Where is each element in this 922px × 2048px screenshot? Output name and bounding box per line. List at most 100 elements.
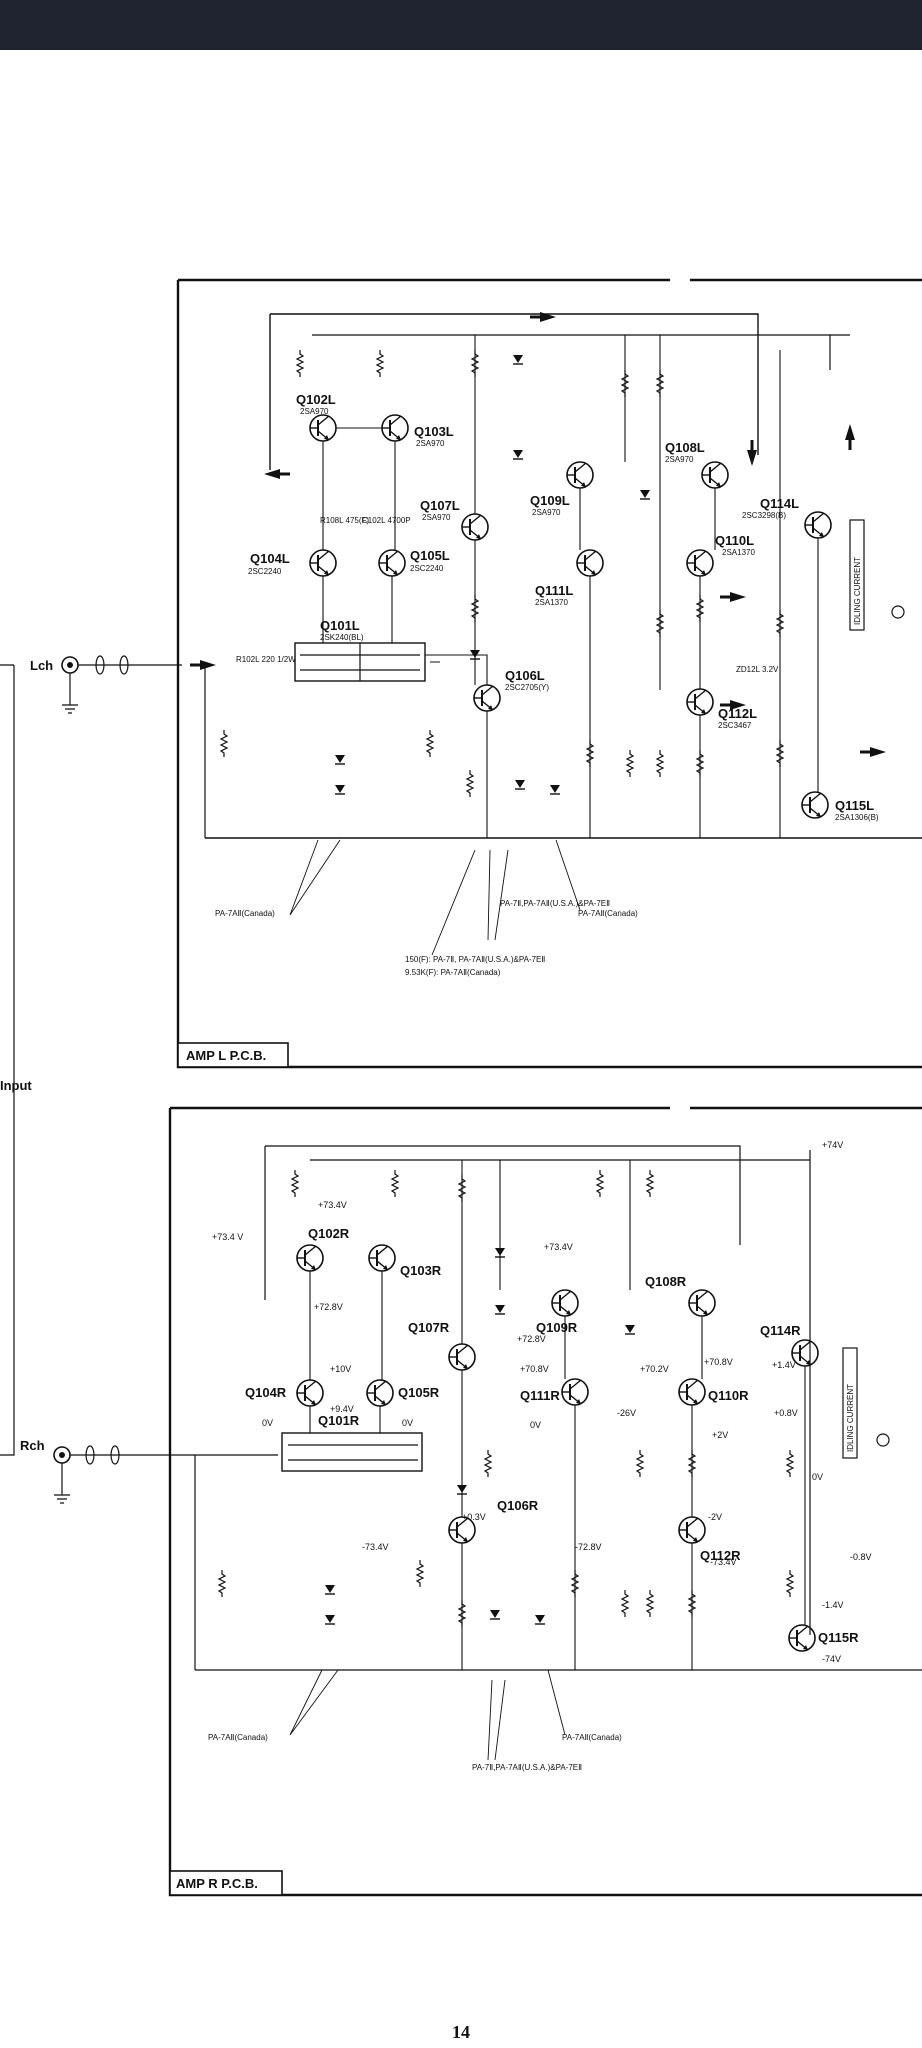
note-models: PA-7Ⅱ,PA-7AⅡ(U.S.A.)&PA-7EⅡ bbox=[472, 1763, 582, 1772]
zener-diode bbox=[456, 1484, 468, 1495]
label-q115l: Q115L bbox=[835, 798, 874, 813]
note-canada-2: PA-7AⅡ(Canada) bbox=[562, 1733, 622, 1742]
part-q114l: 2SC3298(B) bbox=[742, 511, 786, 520]
resistor bbox=[471, 594, 479, 623]
note-canada-1: PA-7AⅡ(Canada) bbox=[215, 909, 275, 918]
resistor bbox=[416, 1559, 424, 1588]
label-q111r: Q111R bbox=[520, 1388, 560, 1403]
transistor-q115r bbox=[788, 1624, 816, 1652]
zener-diode bbox=[334, 784, 346, 795]
label-q103l: Q103L bbox=[414, 424, 454, 439]
transistor-q102r bbox=[296, 1244, 324, 1272]
part-q101l: 2SK240(BL) bbox=[320, 633, 364, 642]
note-canada-1: PA-7AⅡ(Canada) bbox=[208, 1733, 268, 1742]
label-q103r: Q103R bbox=[400, 1263, 442, 1278]
fet-q101r bbox=[281, 1432, 423, 1472]
trim-pot-vr111l[interactable] bbox=[891, 605, 905, 619]
label-q109r: Q109R bbox=[536, 1320, 578, 1335]
label-q112l: Q112L bbox=[718, 706, 757, 721]
transistor-q115l bbox=[801, 791, 829, 819]
label-q101r: Q101R bbox=[318, 1413, 360, 1428]
voltage: +9.4V bbox=[330, 1404, 354, 1414]
signal-arrow bbox=[262, 467, 292, 481]
voltage: +72.8V bbox=[517, 1334, 546, 1344]
transistor-q109r bbox=[551, 1289, 579, 1317]
transistor-q112r bbox=[678, 1516, 706, 1544]
transistor-q109l bbox=[566, 461, 594, 489]
resistor bbox=[646, 1169, 654, 1198]
resistor bbox=[291, 1169, 299, 1198]
label-q107l: Q107L bbox=[420, 498, 460, 513]
label-q110r: Q110R bbox=[708, 1388, 749, 1403]
voltage: 0V bbox=[530, 1420, 541, 1430]
label-q102r: Q102R bbox=[308, 1226, 350, 1241]
voltage: +72.8V bbox=[314, 1302, 343, 1312]
label-q106r: Q106R bbox=[497, 1498, 539, 1513]
zener-diode bbox=[639, 489, 651, 500]
diode bbox=[494, 1304, 506, 1315]
label-q110l: Q110L bbox=[715, 533, 754, 548]
amp-r-pcb-label: AMP R P.C.B. bbox=[176, 1876, 258, 1891]
part-q109l: 2SA970 bbox=[532, 508, 561, 517]
page-number: 14 bbox=[452, 2022, 470, 2042]
amp-l-board: AMP L P.C.B. Lch bbox=[30, 278, 922, 1069]
label-q102l: Q102L bbox=[296, 392, 336, 407]
top-dark-bar bbox=[0, 0, 922, 50]
zener-diode bbox=[549, 784, 561, 795]
note-150f: 150(F): PA-7Ⅱ, PA-7AⅡ(U.S.A.)&PA-7EⅡ bbox=[405, 955, 545, 964]
transistor-q105l bbox=[378, 549, 406, 577]
resistor bbox=[646, 1589, 654, 1618]
voltage: +74V bbox=[822, 1140, 843, 1150]
label-q108r: Q108R bbox=[645, 1274, 687, 1289]
zener-diode bbox=[324, 1614, 336, 1625]
transistor-q107l bbox=[461, 513, 489, 541]
resistor bbox=[391, 1169, 399, 1198]
resistor bbox=[636, 1449, 644, 1478]
resistor bbox=[776, 609, 784, 638]
voltage: +10V bbox=[330, 1364, 351, 1374]
resistor bbox=[656, 749, 664, 778]
input-label: Input bbox=[0, 1078, 32, 1093]
transistor-q114r bbox=[791, 1339, 819, 1367]
transistor-q108r bbox=[688, 1289, 716, 1317]
voltage: 0V bbox=[402, 1418, 413, 1428]
zener-diode bbox=[534, 1614, 546, 1625]
part-q103l: 2SA970 bbox=[416, 439, 445, 448]
idling-current-label-r: IDLING CURRENT bbox=[846, 1384, 855, 1452]
voltage: -73.4V bbox=[710, 1557, 737, 1567]
resistor bbox=[656, 609, 664, 638]
transistor-q112l bbox=[686, 688, 714, 716]
voltage: 0V bbox=[812, 1472, 823, 1482]
trim-pot-vr111r[interactable] bbox=[876, 1433, 890, 1447]
transistor-q110l bbox=[686, 549, 714, 577]
label-q101l: Q101L bbox=[320, 618, 360, 633]
part-q108l: 2SA970 bbox=[665, 455, 694, 464]
resistor bbox=[458, 1174, 466, 1203]
transistor-q103l bbox=[381, 414, 409, 442]
label-q106l: Q106L bbox=[505, 668, 545, 683]
voltage: -74V bbox=[822, 1654, 841, 1664]
label-q104r: Q104R bbox=[245, 1385, 287, 1400]
transistor-q108l bbox=[701, 461, 729, 489]
resistor bbox=[688, 1449, 696, 1478]
transistor-q105r bbox=[366, 1379, 394, 1407]
transistor-q104l bbox=[309, 549, 337, 577]
voltage: +0.3V bbox=[462, 1512, 486, 1522]
voltage: +73.4 V bbox=[212, 1232, 243, 1242]
signal-arrow bbox=[843, 422, 857, 452]
label-q104l: Q104L bbox=[250, 551, 290, 566]
label-r120l: ZD12L 3.2V bbox=[736, 665, 779, 674]
resistor bbox=[786, 1569, 794, 1598]
resistor bbox=[296, 349, 304, 378]
label-q114r: Q114R bbox=[760, 1323, 801, 1338]
resistor bbox=[466, 769, 474, 798]
schematic-canvas: AMP L P.C.B. Lch bbox=[0, 278, 922, 1897]
zener-diode bbox=[624, 1324, 636, 1335]
transistor-q103r bbox=[368, 1244, 396, 1272]
resistor bbox=[220, 729, 228, 758]
voltage: -1.4V bbox=[822, 1600, 844, 1610]
resistor bbox=[484, 1449, 492, 1478]
diode bbox=[494, 1247, 506, 1258]
resistor bbox=[458, 1599, 466, 1628]
resistor bbox=[586, 739, 594, 768]
